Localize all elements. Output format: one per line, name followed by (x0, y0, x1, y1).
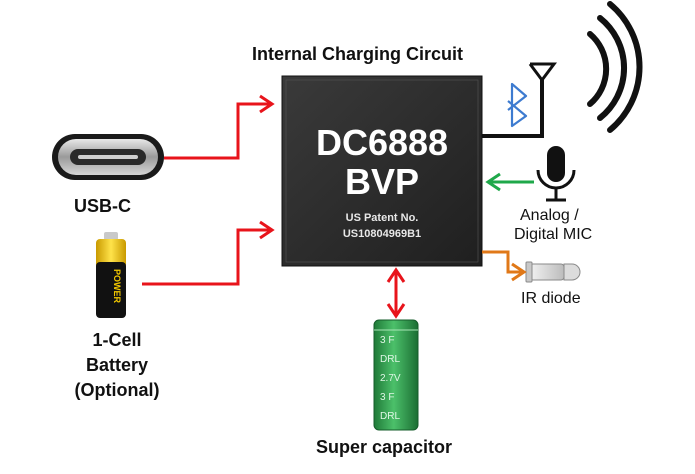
usb-to-chip-arrow (164, 94, 275, 160)
super-capacitor-label: Super capacitor (316, 437, 453, 457)
capacitor-marking-3: 2.7V (380, 373, 401, 384)
chip-to-ir-arrow (482, 250, 527, 282)
capacitor-marking-2: DRL (380, 354, 400, 365)
mic-label-line1: Analog / (520, 207, 579, 224)
mic-to-chip-arrow (485, 172, 534, 192)
ir-diode-icon (525, 261, 581, 283)
battery-to-chip-arrow (142, 220, 275, 286)
chip-variant-label: BVP (344, 161, 420, 202)
chip (281, 75, 483, 267)
chip-patent-number: US10804969B1 (342, 228, 422, 240)
usb-c-label: USB-C (74, 196, 131, 216)
usb-c-port-icon (52, 134, 164, 180)
chip-patent-heading: US Patent No. (345, 212, 419, 224)
super-capacitor-icon: 3 F DRL 2.7V 3 F DRL (373, 319, 419, 431)
capacitor-marking-5: DRL (380, 411, 400, 422)
wireless-waves-icon (587, 1, 643, 133)
aa-battery-icon: POWER (96, 232, 126, 318)
ir-diode-label: IR diode (521, 290, 581, 307)
chip-model-label: DC6888 (315, 122, 449, 163)
battery-label-line3: (Optional) (74, 380, 160, 400)
microphone-icon (536, 146, 576, 202)
battery-label-line2: Battery (85, 355, 149, 375)
capacitor-marking-4: 3 F (380, 392, 394, 403)
battery-brand-text: POWER (112, 269, 122, 304)
mic-label-line2: Digital MIC (514, 226, 593, 243)
chip-capacitor-bidirectional-arrow (386, 267, 406, 319)
battery-label-line1: 1-Cell (92, 330, 142, 350)
capacitor-marking-1: 3 F (380, 335, 394, 346)
antenna-icon (482, 62, 557, 138)
diagram-title: Internal Charging Circuit (252, 44, 464, 64)
bluetooth-icon (507, 82, 528, 128)
